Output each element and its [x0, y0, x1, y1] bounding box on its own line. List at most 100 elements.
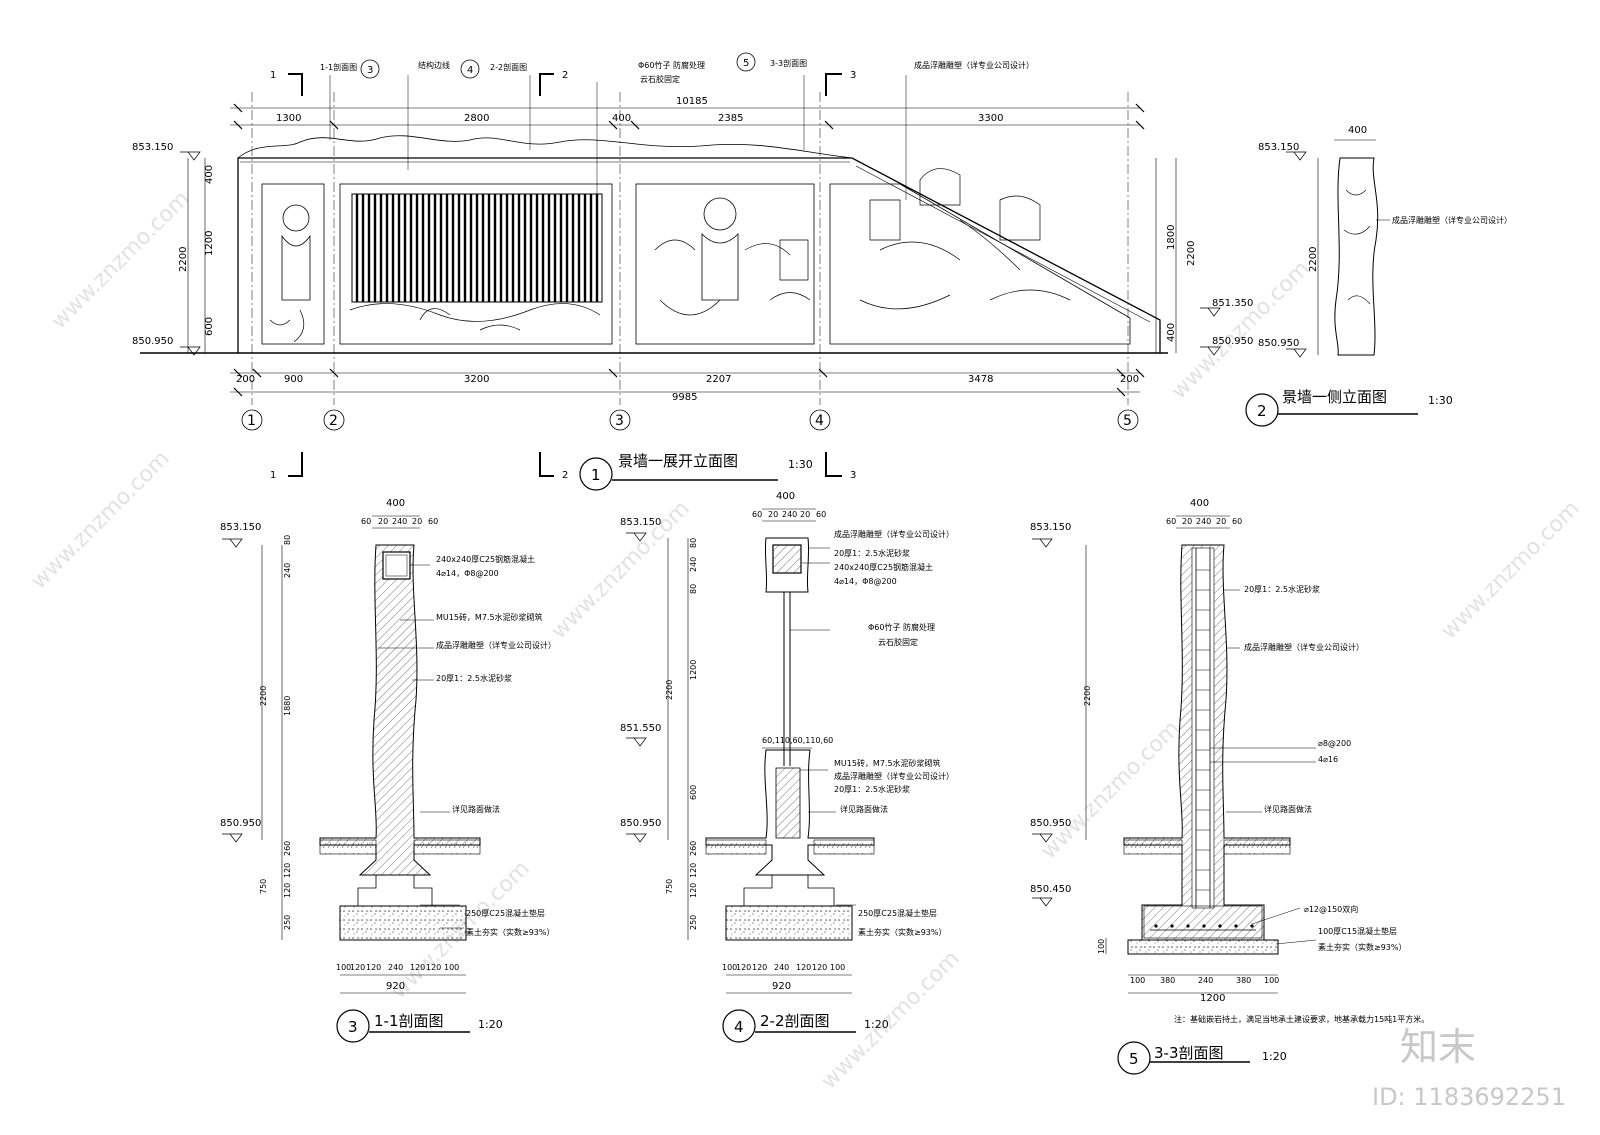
s1-left-dim: 260	[283, 841, 292, 856]
note-relief: 成品浮雕雕塑（详专业公司设计）	[914, 60, 1034, 70]
side-top-level: 853.150	[1258, 142, 1299, 153]
cut-number: 3	[850, 470, 856, 481]
s1-title: 1-1剖面图	[374, 1012, 444, 1030]
s1-left-dim: 120	[283, 863, 292, 878]
s3-bottom-part: 380	[1236, 976, 1251, 985]
s1-top-part: 240	[392, 517, 407, 526]
watermark-text: www.znzmo.com	[1437, 496, 1585, 644]
cut-label: 2-2剖面图	[490, 62, 527, 72]
dim-total-bottom: 9985	[672, 392, 697, 403]
cut-bubbles	[360, 52, 756, 79]
s1-note: 素土夯实（实数≥93%）	[466, 927, 554, 937]
elevation-text: 853.150 850.950 10185 1300 2800 400 2385…	[132, 58, 1253, 484]
level-top: 853.150	[132, 142, 173, 153]
s3-bottom-part: 240	[1198, 976, 1213, 985]
cut-bubble-labels: 3 4 5	[367, 58, 749, 76]
section-3-3	[1032, 515, 1317, 1075]
s2-top-part: 60	[752, 510, 762, 519]
dim-seg: 2385	[718, 113, 743, 124]
s2-bottom-total: 920	[772, 981, 791, 992]
watermark-text: www.znzmo.com	[27, 446, 175, 594]
s1-note: 250厚C25混凝土垫层	[466, 908, 545, 918]
s2-note: 240x240厚C25钢筋混凝土	[834, 562, 933, 572]
s1-left-dim: 750	[259, 879, 268, 894]
note-edge: 结构边线	[418, 60, 450, 70]
level-base-right: 850.950	[1212, 336, 1253, 347]
dim-seg: 3300	[978, 113, 1003, 124]
s1-top-part: 20	[378, 517, 388, 526]
s1-left-dim: 240	[283, 563, 292, 578]
dim-seg: 200	[1120, 374, 1139, 385]
s1-bottom-part: 120	[350, 963, 365, 972]
axis-label: 5	[1123, 413, 1132, 429]
dim-left-part: 600	[204, 317, 215, 336]
axis-label: 4	[815, 413, 824, 429]
section-1-1	[222, 515, 481, 1043]
s3-level-top: 853.150	[1030, 522, 1071, 533]
s1-top-part: 60	[428, 517, 438, 526]
cut-label: 3-3剖面图	[770, 58, 807, 68]
s1-bottom-total: 920	[386, 981, 405, 992]
s3-title: 3-3剖面图	[1154, 1044, 1224, 1062]
s2-note: 20厚1：2.5水泥砂浆	[834, 548, 910, 558]
s1-top-part: 20	[412, 517, 422, 526]
s3-top-part: 60	[1166, 517, 1176, 526]
cut-number: 2	[562, 70, 568, 81]
section-2-2-text: 400 60 20 240 20 60 853.150 851.550 850.…	[620, 491, 954, 1036]
s1-note: 20厚1：2.5水泥砂浆	[436, 673, 512, 683]
s1-left-dim: 120	[283, 883, 292, 898]
s2-title: 2-2剖面图	[760, 1012, 830, 1030]
s2-note: 云石胶固定	[878, 637, 918, 647]
s3-top-total: 400	[1190, 498, 1209, 509]
s3-bottom-part: 100	[1264, 976, 1279, 985]
s2-bottom-part: 120	[752, 963, 767, 972]
s3-top-part: 20	[1182, 517, 1192, 526]
side-title: 景墙一侧立面图	[1282, 388, 1387, 406]
s3-bottom-part: 100	[1130, 976, 1145, 985]
s3-footnote: 注：基础嵌岩持土，满足当地承土建设要求，地基承载力15吨1平方米。	[1174, 1014, 1429, 1024]
s2-top-part: 240	[782, 510, 797, 519]
cut-number: 3	[850, 70, 856, 81]
s1-left-dim: 80	[283, 535, 292, 545]
cut-bubble-label: 4	[467, 65, 473, 76]
s3-bubble: 5	[1129, 1050, 1139, 1068]
s2-note: 250厚C25混凝土垫层	[858, 908, 937, 918]
s2-bottom-part: 120	[796, 963, 811, 972]
s2-bottom-part: 120	[812, 963, 827, 972]
dim-seg: 1300	[276, 113, 301, 124]
side-height: 2200	[1308, 247, 1319, 272]
dim-right-a: 1800	[1166, 225, 1177, 250]
dim-right-c: 400	[1166, 323, 1177, 342]
s2-top-part: 20	[768, 510, 778, 519]
s3-top-part: 20	[1216, 517, 1226, 526]
s2-note: 成品浮雕雕塑（详专业公司设计）	[834, 771, 954, 781]
s3-level-base: 850.950	[1030, 818, 1071, 829]
side-base-level: 850.950	[1258, 338, 1299, 349]
s2-bottom-part: 100	[722, 963, 737, 972]
id-watermark: ID: 1183692251	[1372, 1083, 1566, 1111]
s3-top-part: 60	[1232, 517, 1242, 526]
s2-left-dim: 120	[689, 863, 698, 878]
cut-bubble-label: 3	[367, 65, 373, 76]
s3-scale: 1:20	[1262, 1050, 1287, 1063]
s1-bottom-part: 100	[336, 963, 351, 972]
s2-bottom-part: 240	[774, 963, 789, 972]
note-fix: 云石胶固定	[640, 74, 680, 84]
s1-note: MU15砖，M7.5水泥砂浆砌筑	[436, 612, 543, 622]
s1-left-dim: 2200	[259, 686, 268, 706]
section-2-2	[626, 508, 875, 1043]
elevation-bubble: 1	[591, 466, 601, 484]
expanded-elevation	[140, 73, 1221, 491]
s2-bottom-part: 120	[736, 963, 751, 972]
side-width: 400	[1348, 125, 1367, 136]
cut-number: 2	[562, 470, 568, 481]
s1-note: 成品浮雕雕塑（详专业公司设计）	[436, 640, 556, 650]
s2-left-dim: 600	[689, 785, 698, 800]
s2-level-mid: 851.550	[620, 723, 661, 734]
dim-left-part: 400	[204, 165, 215, 184]
dim-seg: 200	[236, 374, 255, 385]
dim-seg: 2207	[706, 374, 731, 385]
brand-watermark: 知末	[1400, 1025, 1476, 1069]
s3-note: 成品浮雕雕塑（详专业公司设计）	[1244, 642, 1364, 652]
